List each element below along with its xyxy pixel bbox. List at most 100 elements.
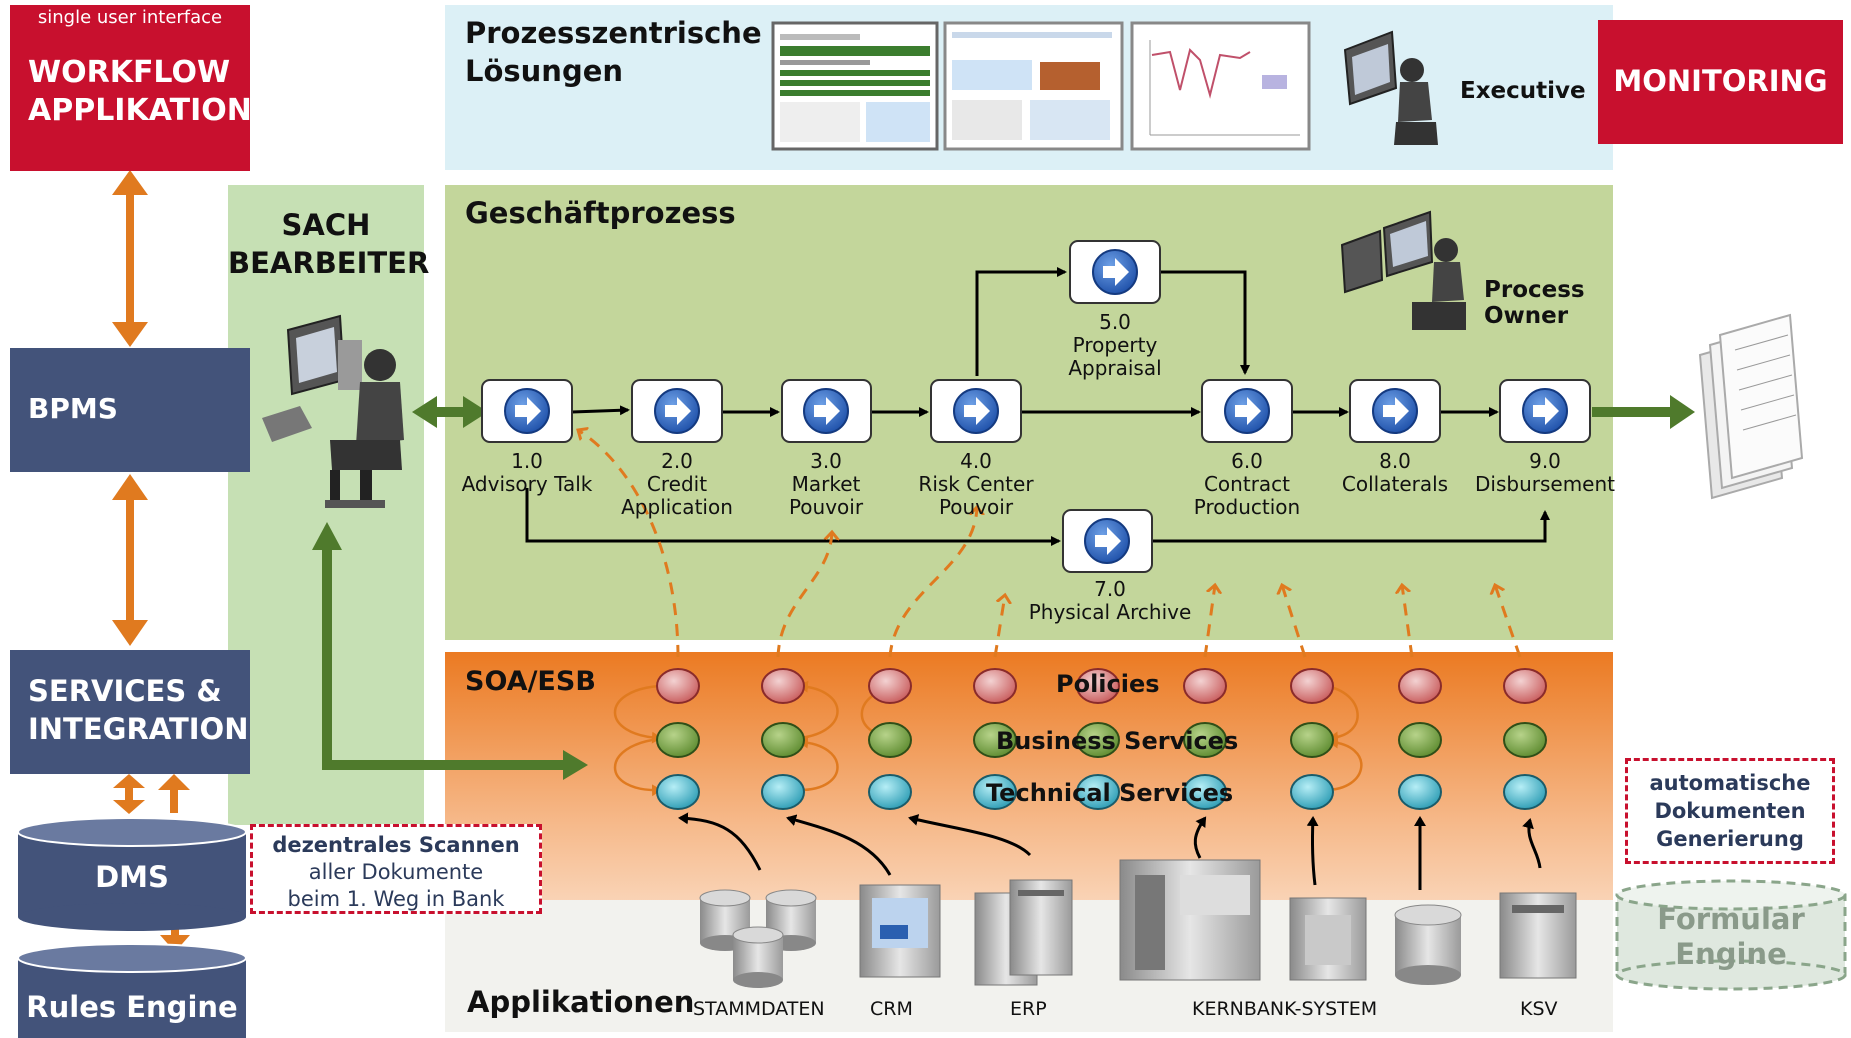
step-name-line1: Physical Archive (1028, 600, 1192, 624)
business-services-label: Business Services (996, 727, 1239, 755)
step-name-line2: Appraisal (1068, 356, 1162, 380)
process-owner-line2: Owner (1484, 303, 1569, 329)
process-title: Geschäftprozess (465, 196, 736, 230)
dashboard-thumbnail-1 (771, 21, 939, 151)
step-name-line1: Risk Center (918, 472, 1034, 496)
soa-process-dashed-arrows (578, 430, 1522, 658)
dms-label: DMS (95, 860, 169, 894)
step-name-line1: Contract (1203, 472, 1291, 496)
output-arrow (1592, 395, 1695, 429)
step-button-8 (1349, 379, 1441, 443)
step-name-line2: Production (1193, 495, 1301, 519)
step-label-3: 3.0 Market Pouvoir (731, 450, 921, 519)
executive-person-figure (1343, 30, 1438, 145)
step-button-1 (481, 379, 573, 443)
step-button-2 (631, 379, 723, 443)
app-label-kernbank: KERNBANK-SYSTEM (1192, 998, 1378, 1020)
step-number: 5.0 (1099, 310, 1131, 334)
step-name-line1: Disbursement (1475, 472, 1615, 496)
step-label-1: 1.0 Advisory Talk (432, 450, 622, 496)
process-flow-lines (525, 267, 1550, 546)
sachbearbeiter-label-line1: SACH (281, 208, 371, 242)
auto-doc-line3: Generierung (1656, 827, 1804, 851)
auto-doc-generation-box: automatische Dokumenten Generierung (1625, 758, 1835, 864)
output-documents-icon (1698, 313, 1804, 500)
step-label-2: 2.0 Credit Application (582, 450, 772, 519)
auto-doc-line2: Dokumenten (1654, 799, 1806, 823)
sachbearbeiter-process-arrow (412, 396, 488, 428)
soa-title: SOA/ESB (465, 666, 596, 697)
workflow-application-box: single user interface WORKFLOW APPLIKATI… (10, 5, 252, 171)
app-label-erp: ERP (1010, 998, 1047, 1020)
top-band-title-line2: Lösungen (465, 54, 624, 88)
step-number: 1.0 (511, 449, 543, 473)
step-number: 3.0 (810, 449, 842, 473)
scan-note-line1: dezentrales Scannen (272, 833, 520, 857)
step-number: 8.0 (1379, 449, 1411, 473)
bpms-label: BPMS (28, 392, 118, 425)
workflow-label-line2: APPLIKATION (28, 93, 252, 128)
auto-doc-line1: automatische (1649, 771, 1811, 795)
app-label-ksv: KSV (1520, 998, 1558, 1020)
technical-service-nodes (656, 774, 1547, 810)
technical-services-label: Technical Services (986, 779, 1234, 807)
ksv-server-icon (1499, 892, 1577, 979)
sachbearbeiter-soa-arrow (312, 522, 588, 780)
policies-label: Policies (1056, 670, 1160, 698)
scan-note-line2: aller Dokumente (308, 860, 484, 884)
erp-server-icon (974, 879, 1073, 986)
business-service-nodes (656, 722, 1547, 758)
dms-rules-arrow (160, 926, 190, 952)
kernbank-db-icon (1394, 904, 1462, 985)
step-label-7: 7.0 Physical Archive (1015, 578, 1205, 624)
bpms-services-arrow (112, 474, 148, 646)
services-label-line2: INTEGRATION (28, 712, 249, 746)
step-name-line2: Application (621, 495, 733, 519)
step-button-3 (781, 379, 872, 443)
rules-engine-cylinder (17, 943, 247, 1038)
step-button-9 (1499, 379, 1591, 443)
step-button-7 (1062, 509, 1153, 573)
step-number: 4.0 (960, 449, 992, 473)
monitoring-box: MONITORING (1598, 20, 1843, 144)
step-name-line2: Pouvoir (788, 495, 864, 519)
scan-note-box: dezentrales Scannen aller Dokumente beim… (250, 824, 542, 914)
app-service-curves (678, 812, 1542, 890)
process-step-buttons (481, 240, 1591, 573)
executive-label: Executive (1460, 78, 1586, 104)
step-label-4: 4.0 Risk Center Pouvoir (881, 450, 1071, 519)
single-ui-label: single user interface (37, 7, 223, 28)
step-button-5 (1069, 240, 1161, 304)
step-number: 6.0 (1231, 449, 1263, 473)
sachbearbeiter-person-figure (262, 314, 404, 508)
bpms-box: BPMS (10, 348, 250, 472)
sachbearbeiter-label-line2: BEARBEITER (228, 246, 430, 280)
app-label-stammdaten: STAMMDATEN (693, 998, 825, 1020)
step-number: 7.0 (1094, 577, 1126, 601)
formular-engine-cylinder (1615, 879, 1847, 991)
kernbank-mainframe-icon (1119, 859, 1261, 981)
top-band-title-line1: Prozesszentrische (465, 16, 762, 50)
workflow-bpms-arrow (112, 170, 148, 347)
crm-server-icon (859, 884, 941, 978)
services-dms-arrows (113, 774, 190, 814)
dms-cylinder (17, 817, 247, 931)
step-number: 2.0 (661, 449, 693, 473)
step-name-line1: Advisory Talk (461, 472, 593, 496)
scan-note-line3: beim 1. Weg in Bank (287, 887, 505, 911)
services-integration-box: SERVICES & INTEGRATION (10, 650, 250, 774)
monitoring-label: MONITORING (1613, 64, 1828, 98)
step-name-line1: Market (791, 472, 861, 496)
step-name-line1: Property (1072, 333, 1158, 357)
policy-service-nodes (656, 668, 1547, 704)
step-number: 9.0 (1529, 449, 1561, 473)
step-name-line2: Pouvoir (938, 495, 1014, 519)
dashboard-thumbnail-3 (1130, 21, 1311, 151)
step-label-6: 6.0 Contract Production (1152, 450, 1342, 519)
process-owner-line1: Process (1484, 277, 1585, 303)
app-label-crm: CRM (870, 998, 913, 1020)
applications-title: Applikationen (467, 985, 695, 1019)
step-name-line1: Credit (646, 472, 708, 496)
stammdaten-db-icon (699, 889, 817, 988)
